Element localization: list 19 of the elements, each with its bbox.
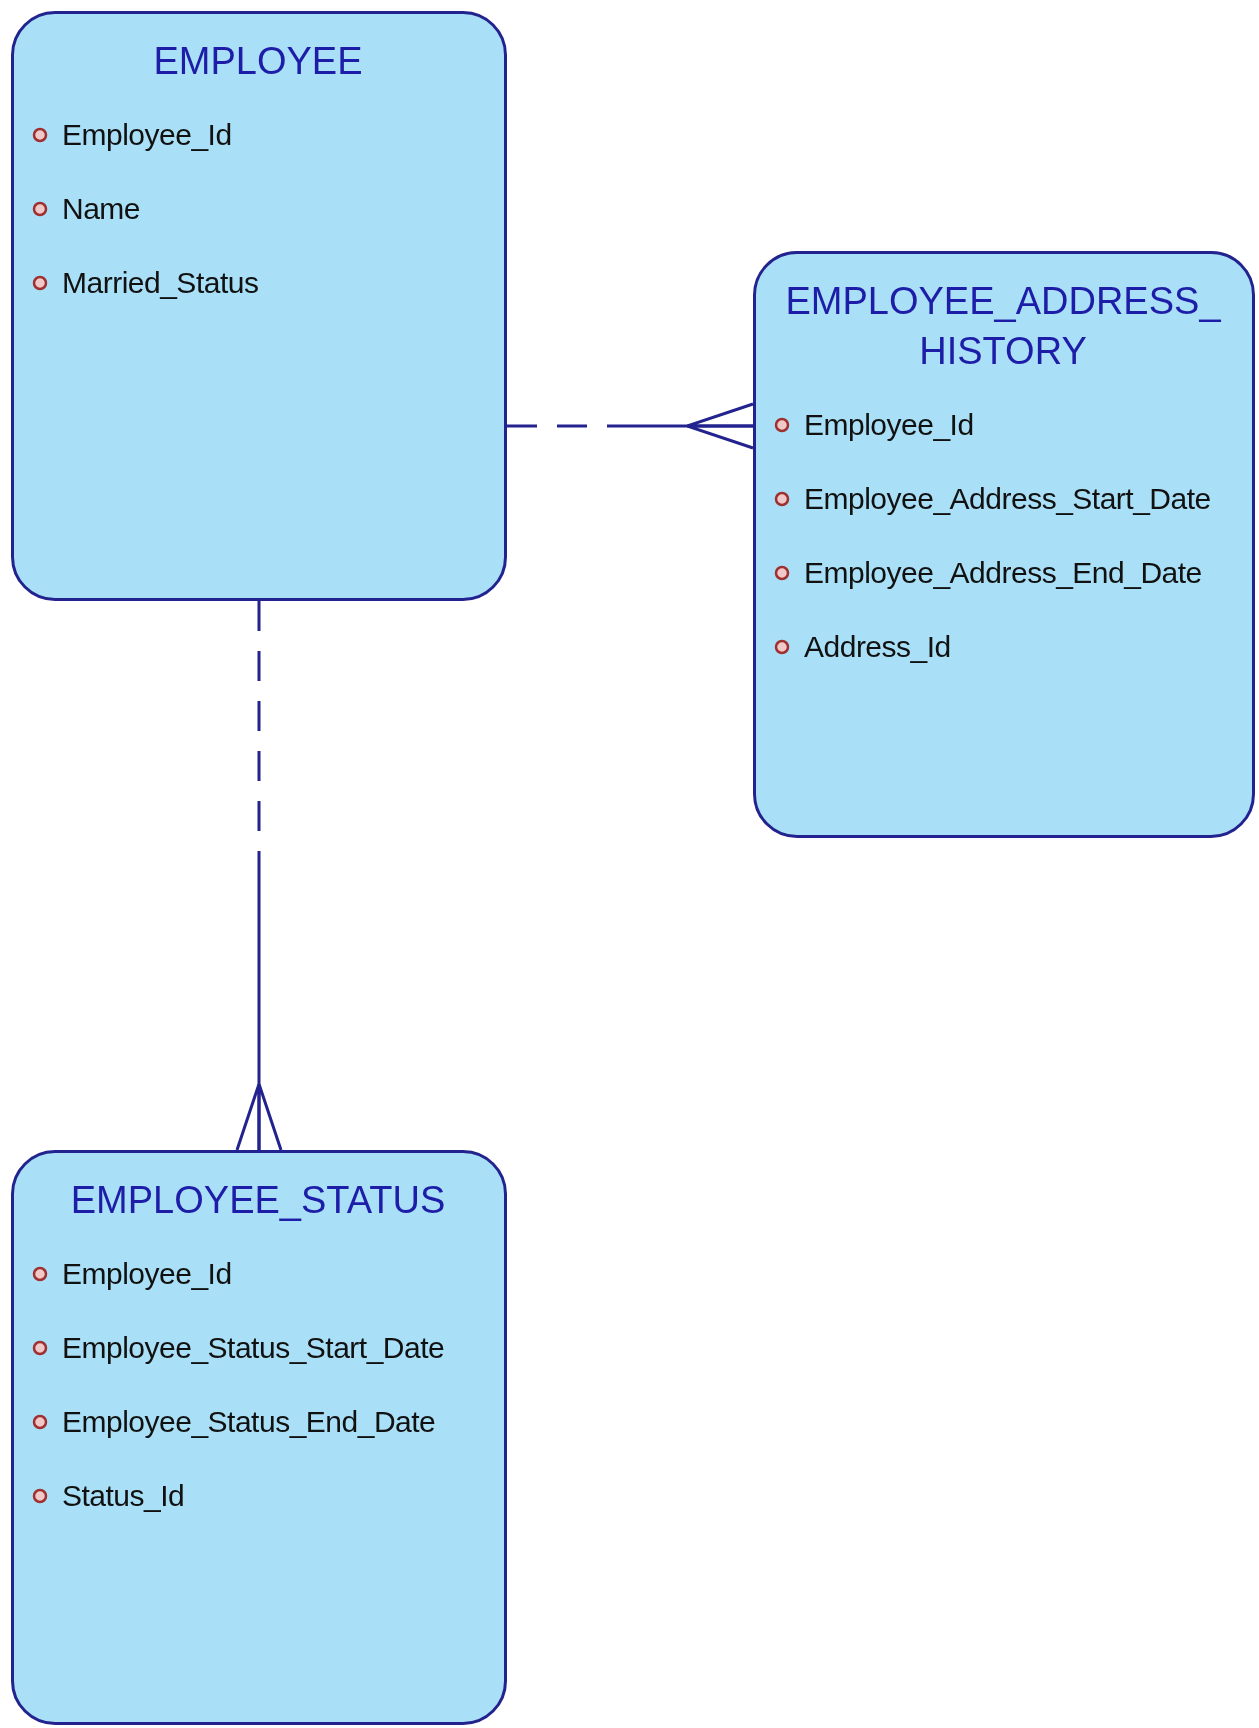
- attribute-name: Employee_Address_Start_Date: [804, 482, 1211, 516]
- attribute-name: Name: [62, 192, 141, 226]
- attribute-name: Employee_Id: [804, 408, 974, 442]
- entity-box: [11, 1150, 507, 1725]
- attribute-name: Employee_Status_End_Date: [62, 1405, 436, 1439]
- attribute-name: Address_Id: [804, 630, 951, 664]
- attribute-name: Employee_Id: [62, 118, 232, 152]
- attribute-name: Married_Status: [62, 266, 259, 300]
- attribute-name: Employee_Status_Start_Date: [62, 1331, 445, 1365]
- entity-name: EMPLOYEE_ADDRESS_ HISTORY: [784, 279, 1222, 374]
- entity-box: [11, 11, 507, 601]
- entity-name: EMPLOYEE: [153, 39, 363, 84]
- relationship-line: [235, 601, 283, 1152]
- attribute-name: Employee_Address_End_Date: [804, 556, 1202, 590]
- entity-name: EMPLOYEE_STATUS: [70, 1178, 446, 1223]
- relationship-line: [507, 402, 755, 450]
- attribute-name: Employee_Id: [62, 1257, 232, 1291]
- entity-box: [753, 251, 1255, 838]
- attribute-name: Status_Id: [62, 1479, 185, 1513]
